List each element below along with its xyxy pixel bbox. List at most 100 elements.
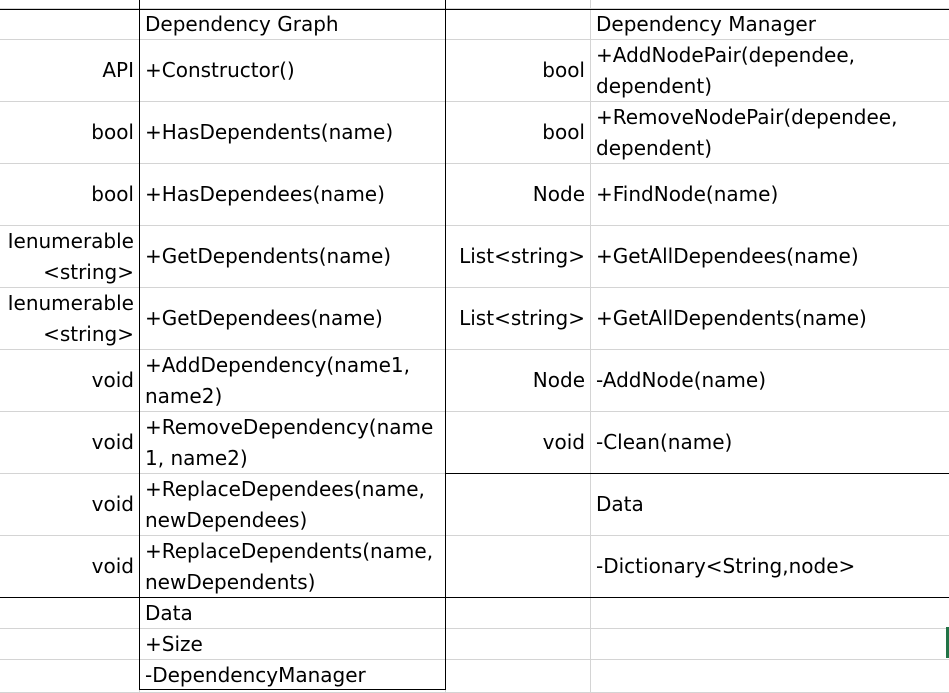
title-row: Dependency Graph Dependency Manager — [0, 9, 949, 40]
left-member-cell[interactable]: +AddDependency(name1, name2) — [140, 350, 446, 412]
left-member-cell[interactable]: +HasDependees(name) — [140, 164, 446, 226]
left-member-cell[interactable]: +Constructor() — [140, 40, 446, 102]
right-title-cell[interactable]: Dependency Manager — [591, 9, 949, 40]
left-type-cell[interactable]: Ienumerable <string> — [0, 288, 140, 350]
border-line — [445, 0, 446, 690]
cell[interactable] — [446, 629, 591, 660]
type-label: API — [102, 58, 134, 82]
right-type-cell[interactable]: Node — [446, 350, 591, 412]
left-type-cell[interactable]: void — [0, 350, 140, 412]
right-type-cell[interactable]: bool — [446, 102, 591, 164]
table-row: bool +HasDependents(name) bool +RemoveNo… — [0, 102, 949, 164]
left-data-item-cell[interactable]: +Size — [140, 629, 446, 660]
cell[interactable] — [446, 598, 591, 629]
cell[interactable] — [140, 0, 446, 9]
type-label: void — [91, 368, 134, 392]
member-label: newDependents) — [145, 570, 316, 594]
member-label: +GetAllDependees(name) — [596, 244, 859, 268]
cell[interactable] — [0, 9, 140, 40]
border-line — [139, 598, 140, 690]
type-label: void — [542, 430, 585, 454]
left-member-cell[interactable]: +RemoveDependency(name 1, name2) — [140, 412, 446, 474]
type-label: bool — [91, 182, 134, 206]
member-label: +GetDependees(name) — [145, 306, 383, 330]
table-row: bool +HasDependees(name) Node +FindNode(… — [0, 164, 949, 226]
table-row: API +Constructor() bool +AddNodePair(dep… — [0, 40, 949, 102]
data-item: -Dictionary<String,node> — [596, 554, 856, 578]
member-label: newDependees) — [145, 508, 308, 532]
left-type-cell[interactable]: API — [0, 40, 140, 102]
member-label: name2) — [145, 384, 223, 408]
cell[interactable] — [591, 0, 949, 9]
left-member-cell[interactable]: +ReplaceDependents(name, newDependents) — [140, 536, 446, 598]
cell[interactable] — [0, 598, 140, 629]
left-type-cell[interactable]: void — [0, 536, 140, 598]
cell[interactable] — [0, 0, 140, 9]
member-label: +AddDependency(name1, — [145, 353, 410, 377]
right-type-cell[interactable]: List<string> — [446, 226, 591, 288]
right-type-cell[interactable]: Node — [446, 164, 591, 226]
cell[interactable] — [591, 598, 949, 629]
member-label: dependent) — [596, 136, 712, 160]
member-label: +GetDependents(name) — [145, 244, 392, 268]
type-label: void — [91, 554, 134, 578]
left-member-cell[interactable]: +HasDependents(name) — [140, 102, 446, 164]
cell[interactable] — [591, 660, 949, 693]
data-item: -DependencyManager — [145, 663, 366, 687]
left-member-cell[interactable]: +GetDependents(name) — [140, 226, 446, 288]
cell[interactable] — [446, 9, 591, 40]
left-type-cell[interactable]: bool — [0, 102, 140, 164]
left-member-cell[interactable]: +ReplaceDependees(name, newDependees) — [140, 474, 446, 536]
table-row: Data — [0, 598, 949, 629]
right-member-cell[interactable]: +FindNode(name) — [591, 164, 949, 226]
left-data-title-cell[interactable]: Data — [140, 598, 446, 629]
table-row: void +AddDependency(name1, name2) Node -… — [0, 350, 949, 412]
border-line — [0, 597, 446, 598]
type-label: Ienumerable — [7, 291, 134, 315]
right-member-cell[interactable]: +GetAllDependents(name) — [591, 288, 949, 350]
left-type-cell[interactable]: Ienumerable <string> — [0, 226, 140, 288]
member-label: +ReplaceDependents(name, — [145, 539, 434, 563]
type-label: List<string> — [459, 306, 585, 330]
type-label: <string> — [43, 260, 134, 284]
right-member-cell[interactable]: +RemoveNodePair(dependee, dependent) — [591, 102, 949, 164]
member-label: dependent) — [596, 74, 712, 98]
member-label: +RemoveDependency(name — [145, 415, 434, 439]
table-row: void +ReplaceDependents(name, newDepende… — [0, 536, 949, 598]
right-member-cell[interactable]: -AddNode(name) — [591, 350, 949, 412]
table-row: void +RemoveDependency(name 1, name2) vo… — [0, 412, 949, 474]
right-member-cell[interactable]: +AddNodePair(dependee, dependent) — [591, 40, 949, 102]
type-label: Node — [532, 182, 585, 206]
header-cut-row — [0, 0, 949, 9]
type-label: bool — [91, 120, 134, 144]
right-member-cell[interactable]: -Clean(name) — [591, 412, 949, 474]
cell[interactable] — [446, 536, 591, 598]
right-type-cell[interactable]: void — [446, 412, 591, 474]
left-type-cell[interactable]: void — [0, 412, 140, 474]
cell[interactable] — [0, 629, 140, 660]
right-data-item-cell[interactable]: -Dictionary<String,node> — [591, 536, 949, 598]
member-label: +HasDependees(name) — [145, 182, 385, 206]
table-row: +Size — [0, 629, 949, 660]
cell[interactable] — [446, 0, 591, 9]
cell[interactable] — [0, 660, 140, 693]
right-type-cell[interactable]: List<string> — [446, 288, 591, 350]
left-type-cell[interactable]: bool — [0, 164, 140, 226]
table-row: Ienumerable <string> +GetDependents(name… — [0, 226, 949, 288]
member-label: -Clean(name) — [596, 430, 733, 454]
right-data-title-cell[interactable]: Data — [591, 474, 949, 536]
right-member-cell[interactable]: +GetAllDependees(name) — [591, 226, 949, 288]
cell[interactable] — [446, 474, 591, 536]
border-line — [446, 597, 949, 598]
type-label: void — [91, 430, 134, 454]
cell[interactable] — [591, 629, 949, 660]
left-title-cell[interactable]: Dependency Graph — [140, 9, 446, 40]
member-label: +FindNode(name) — [596, 182, 779, 206]
member-label: +AddNodePair(dependee, — [596, 43, 856, 67]
left-member-cell[interactable]: +GetDependees(name) — [140, 288, 446, 350]
right-type-cell[interactable]: bool — [446, 40, 591, 102]
left-type-cell[interactable]: void — [0, 474, 140, 536]
cell[interactable] — [446, 660, 591, 693]
type-label: Node — [532, 368, 585, 392]
